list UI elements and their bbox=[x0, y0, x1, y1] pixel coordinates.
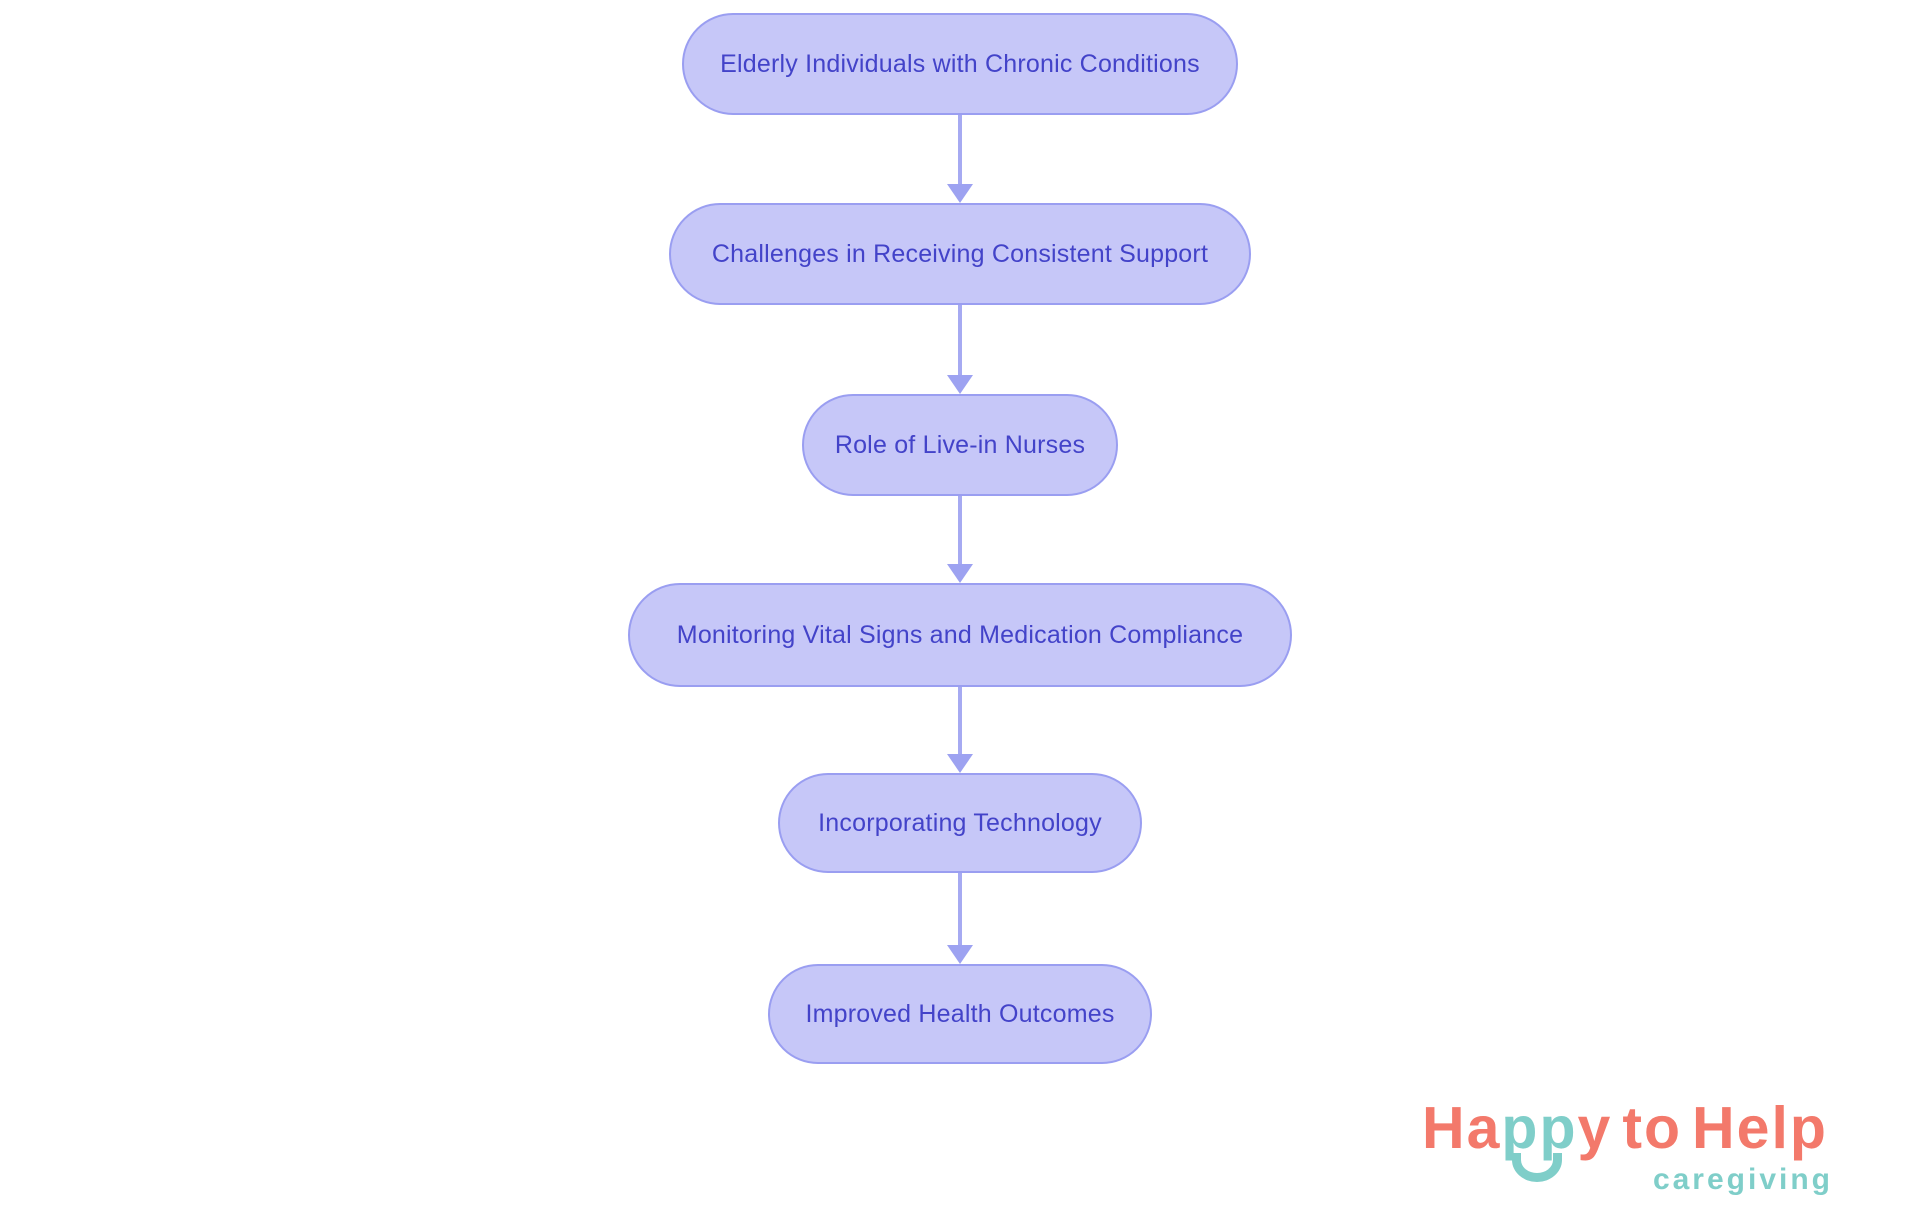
flow-node-label: Elderly Individuals with Chronic Conditi… bbox=[720, 49, 1200, 78]
flow-arrow-5 bbox=[935, 873, 985, 964]
flow-arrow-4 bbox=[935, 687, 985, 773]
arrow-shaft bbox=[958, 496, 962, 564]
flow-node-label: Incorporating Technology bbox=[818, 808, 1102, 837]
flow-node-monitoring-vitals: Monitoring Vital Signs and Medication Co… bbox=[628, 583, 1292, 687]
flow-arrow-1 bbox=[935, 115, 985, 203]
flow-node-incorporating-technology: Incorporating Technology bbox=[778, 773, 1142, 873]
arrowhead-down-icon bbox=[947, 945, 973, 964]
logo-word-ha: Ha bbox=[1422, 1095, 1502, 1161]
arrowhead-down-icon bbox=[947, 184, 973, 203]
flow-node-label: Role of Live-in Nurses bbox=[834, 430, 1086, 459]
arrow-shaft bbox=[958, 873, 962, 945]
flow-node-role-live-in-nurses: Role of Live-in Nurses bbox=[802, 394, 1118, 496]
arrowhead-down-icon bbox=[947, 754, 973, 773]
logo-word-to: to bbox=[1622, 1095, 1683, 1161]
arrowhead-down-icon bbox=[947, 375, 973, 394]
logo-tagline: caregiving bbox=[1652, 1162, 1833, 1196]
flow-node-elderly-individuals: Elderly Individuals with Chronic Conditi… bbox=[682, 13, 1238, 115]
arrowhead-down-icon bbox=[947, 564, 973, 583]
flow-node-label: Monitoring Vital Signs and Medication Co… bbox=[676, 620, 1244, 649]
logo-word-pp: pp bbox=[1501, 1095, 1578, 1161]
arrow-shaft bbox=[958, 305, 962, 375]
logo-word-help: Help bbox=[1692, 1095, 1828, 1161]
flow-node-label: Challenges in Receiving Consistent Suppo… bbox=[711, 239, 1209, 268]
smile-icon bbox=[1512, 1153, 1562, 1182]
arrow-shaft bbox=[958, 115, 962, 184]
flow-node-improved-outcomes: Improved Health Outcomes bbox=[768, 964, 1152, 1064]
flow-arrow-3 bbox=[935, 496, 985, 583]
flow-node-label: Improved Health Outcomes bbox=[805, 999, 1115, 1028]
flow-arrow-2 bbox=[935, 305, 985, 394]
logo-word-y: y bbox=[1577, 1095, 1613, 1161]
flow-node-challenges-support: Challenges in Receiving Consistent Suppo… bbox=[669, 203, 1251, 305]
arrow-shaft bbox=[958, 687, 962, 754]
